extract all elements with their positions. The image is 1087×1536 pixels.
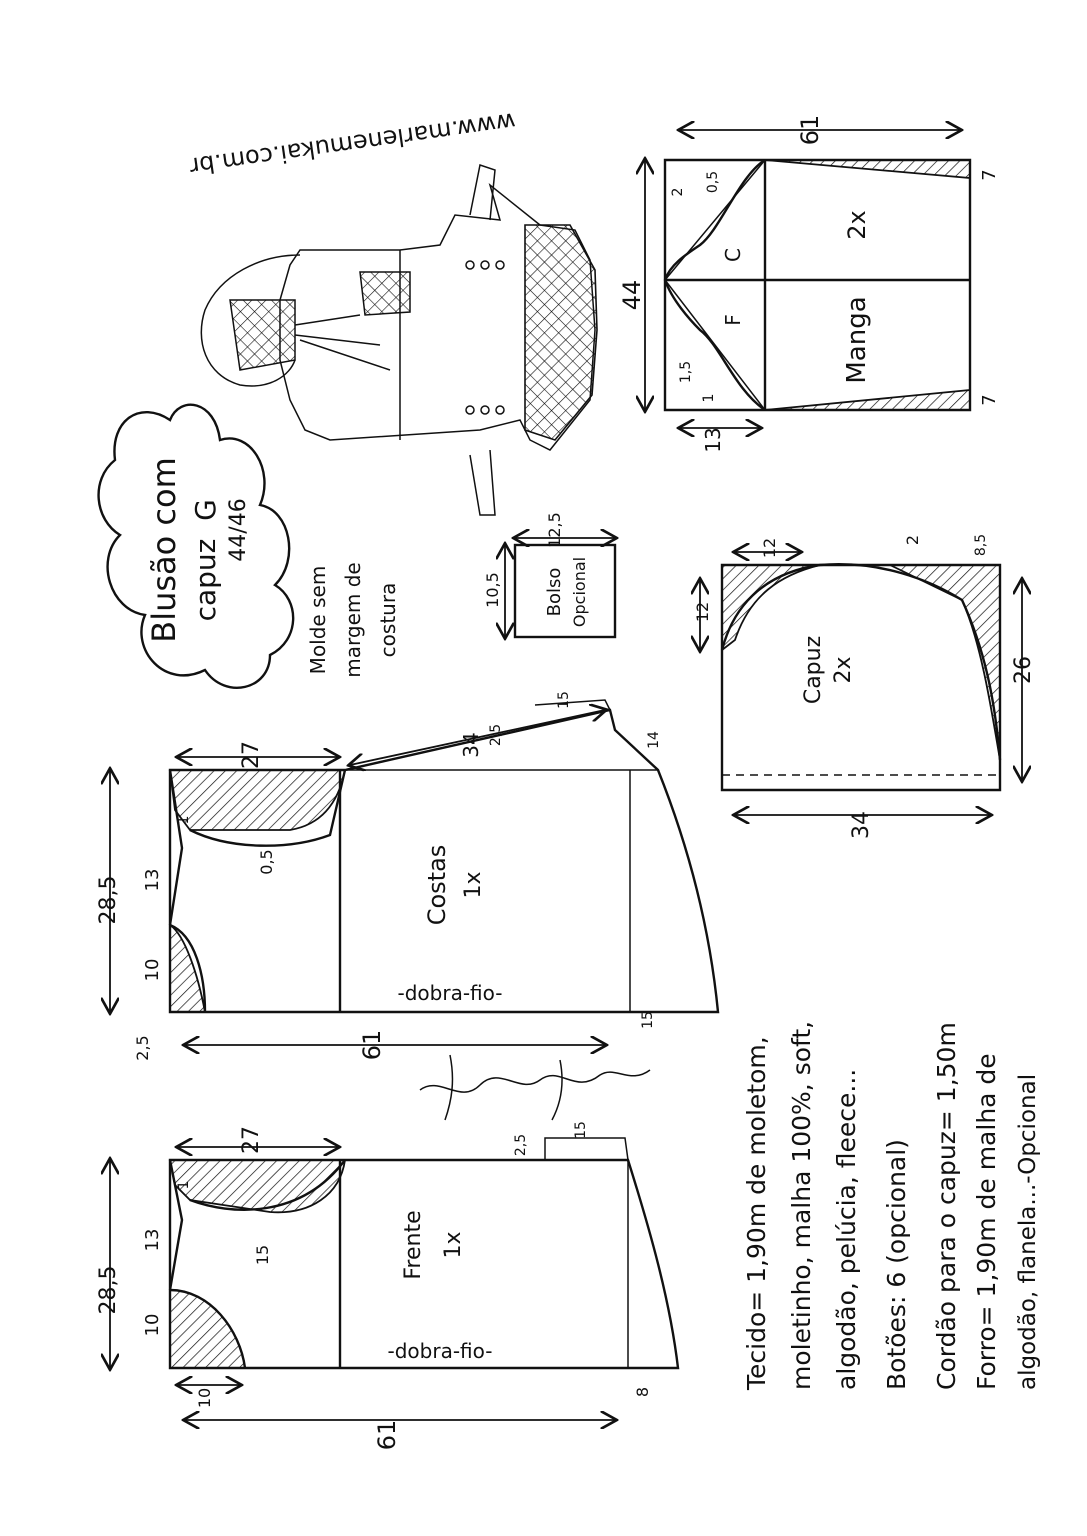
costas-label: Costas xyxy=(423,845,451,926)
capuz-label: Capuz xyxy=(801,636,826,704)
manga-dim-cap-15: 1,5 xyxy=(678,361,694,383)
costas-dim-13: 13 xyxy=(142,869,163,892)
frente-dim-25: 2,5 xyxy=(513,1134,529,1156)
bolso-label2: Opcional xyxy=(570,557,589,627)
note-line1: Molde sem xyxy=(306,566,330,675)
frente-qty: 1x xyxy=(441,1231,466,1258)
costas-dim-15: 15 xyxy=(556,691,572,709)
website-url: www.marlenemukai.com.br xyxy=(188,107,518,180)
costas-qty: 1x xyxy=(461,871,486,898)
frente-dim-width: 28,5 xyxy=(96,1266,121,1315)
materials-line1: Tecido= 1,90m de moletom, xyxy=(742,1036,771,1391)
frente-dim-10: 10 xyxy=(142,1314,163,1337)
materials-line5: Cordão para o capuz= 1,50m xyxy=(932,1022,961,1390)
frente-dim-15: 15 xyxy=(253,1245,272,1265)
signature xyxy=(419,1054,651,1121)
manga-dim-cap-1: 1 xyxy=(701,394,717,403)
capuz-dim-85: 8,5 xyxy=(973,534,989,556)
capuz-dim-top-12: 12 xyxy=(760,538,779,558)
title-size: G xyxy=(189,499,222,521)
capuz-dim-side-12: 12 xyxy=(693,602,712,622)
frente-piece xyxy=(110,1137,680,1420)
costas-dim-15b: 15 xyxy=(640,1011,656,1029)
materials-line3: algodão, pelúcia, fleece... xyxy=(832,1069,861,1390)
bolso-label1: Bolso xyxy=(544,568,565,617)
manga-dim-cap-05: 0,5 xyxy=(705,171,721,193)
hoodie-sketch xyxy=(200,164,598,516)
frente-dim-15b: 15 xyxy=(573,1121,589,1139)
bolso-dim-height: 10,5 xyxy=(483,572,502,608)
frente-dim-13: 13 xyxy=(142,1229,163,1252)
materials-line4: Botões: 6 (opcional) xyxy=(882,1139,911,1390)
frente-label: Frente xyxy=(401,1210,426,1279)
costas-dim-14: 14 xyxy=(646,731,662,749)
note-line2: margem de xyxy=(341,562,365,677)
bolso-dim-width: 12,5 xyxy=(545,512,564,548)
title-line2: capuz xyxy=(189,539,222,622)
frente-dim-8: 8 xyxy=(633,1387,652,1397)
costas-dim-width: 28,5 xyxy=(96,876,121,925)
frente-dim-shoulder: 27 xyxy=(239,1126,264,1154)
capuz-dim-2: 2 xyxy=(903,535,922,545)
costas-dim-25b: 2,5 xyxy=(488,724,504,746)
costas-dim-10: 10 xyxy=(142,959,163,982)
manga-back-mark: C xyxy=(721,248,745,262)
capuz-dim-width: 34 xyxy=(849,811,874,839)
manga-dim-side-top: 7 xyxy=(979,169,1000,180)
frente-dim-length: 61 xyxy=(373,1420,401,1451)
costas-dim-length: 61 xyxy=(358,1030,386,1061)
title-line1: Blusão com xyxy=(145,457,183,643)
frente-dim-10b: 10 xyxy=(195,1388,214,1408)
costas-fold: -dobra-fio- xyxy=(398,981,503,1005)
frente-fold: -dobra-fio- xyxy=(388,1339,493,1363)
materials-line2: moletinho, malha 100%, soft, xyxy=(787,1021,816,1390)
frente-dim-1: 1 xyxy=(176,1181,192,1190)
costas-dim-armhole: 34 xyxy=(459,732,483,757)
manga-qty: 2x xyxy=(843,210,871,239)
manga-label: Manga xyxy=(842,296,872,383)
note-line3: costura xyxy=(376,583,400,658)
title-cloud xyxy=(97,403,295,689)
materials-line7: algodão, flanela...-Opcional xyxy=(1015,1074,1041,1390)
title-size-range: 44/46 xyxy=(226,498,251,561)
manga-piece xyxy=(645,130,972,428)
bolso-piece xyxy=(505,538,615,637)
manga-dim-width: 44 xyxy=(618,280,646,311)
manga-dim-cap-2: 2 xyxy=(670,188,686,197)
materials-line6: Forro= 1,90m de malha de xyxy=(972,1053,1001,1390)
manga-dim-cuff: 13 xyxy=(701,427,725,452)
costas-dim-shoulder: 27 xyxy=(239,741,264,769)
capuz-qty: 2x xyxy=(831,656,856,683)
manga-dim-length: 61 xyxy=(796,115,824,146)
costas-dim-05: 0,5 xyxy=(257,849,276,874)
manga-front-mark: F xyxy=(721,314,745,326)
costas-dim-1: 1 xyxy=(176,816,192,825)
costas-piece xyxy=(110,699,720,1045)
capuz-dim-height: 26 xyxy=(1011,656,1036,684)
costas-dim-25: 2,5 xyxy=(133,1035,152,1060)
manga-dim-side-bottom: 7 xyxy=(979,394,1000,405)
capuz-piece xyxy=(700,552,1022,815)
